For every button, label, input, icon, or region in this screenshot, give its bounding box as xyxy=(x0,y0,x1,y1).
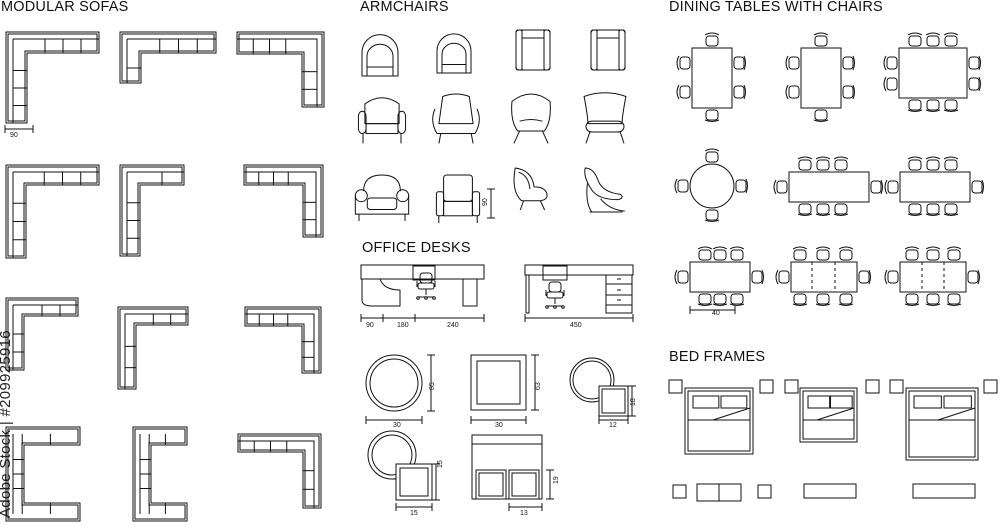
dining-table-set xyxy=(785,32,855,122)
dim-nest-h: 19 xyxy=(553,476,560,484)
office-desks-title: OFFICE DESKS xyxy=(362,240,471,256)
dim-desk1-c: 240 xyxy=(447,322,459,329)
armchair-front xyxy=(357,97,407,144)
dim-nest-w: 13 xyxy=(520,510,528,517)
small-table-group xyxy=(365,354,636,511)
bed-frame xyxy=(889,379,998,461)
sofa-l-shape xyxy=(243,164,324,238)
dining-group xyxy=(674,32,984,314)
armchair-box-top xyxy=(515,29,551,71)
dim-round-h: 85 xyxy=(429,382,436,390)
dining-table-set xyxy=(674,246,764,306)
bed-frames-title: BED FRAMES xyxy=(669,349,766,365)
dim-combo-h: 18 xyxy=(630,398,637,406)
sofa-l-shape xyxy=(119,164,185,257)
desk-group xyxy=(360,264,634,322)
dim-sofa: 90 xyxy=(10,132,18,139)
sofa-l-shape xyxy=(244,306,322,374)
armchair-front xyxy=(511,93,551,144)
dim-desk1-b: 180 xyxy=(397,322,409,329)
office-desk-corner xyxy=(360,264,485,322)
sofa-u-shape xyxy=(132,426,188,522)
sofas-title: MODULAR SOFAS xyxy=(1,0,129,15)
dining-title: DINING TABLES WITH CHAIRS xyxy=(669,0,883,15)
armchair-side xyxy=(513,167,548,211)
round-square-combo xyxy=(569,357,636,424)
armchair-group xyxy=(354,29,627,223)
bed-bench-set xyxy=(672,483,976,502)
armchair-tub-top xyxy=(436,33,472,74)
armchair-side xyxy=(584,167,625,213)
dim-armchair: 90 xyxy=(482,198,489,206)
dining-table-set xyxy=(775,246,871,306)
bed-frame xyxy=(668,379,774,455)
sofa-group xyxy=(4,31,325,522)
armchair-box-top xyxy=(590,29,626,71)
sofa-l-shape xyxy=(5,164,100,259)
bed-frame xyxy=(784,379,880,443)
dining-table-set xyxy=(884,156,984,216)
armchair-boxy xyxy=(435,174,481,223)
dim-square-w: 30 xyxy=(495,422,503,429)
round-side-table xyxy=(365,354,435,424)
armchair-front xyxy=(432,93,480,144)
dining-table-set xyxy=(884,246,980,306)
dining-round-table xyxy=(674,148,748,222)
dim-desk1-a: 90 xyxy=(366,322,374,329)
sofa-dimension-line xyxy=(4,125,34,133)
dining-dimension xyxy=(689,306,736,314)
armchairs-title: ARMCHAIRS xyxy=(360,0,449,15)
sofa-l-shape xyxy=(119,31,217,84)
sofa-l-shape xyxy=(237,433,322,509)
armchair-dimension xyxy=(487,188,495,219)
dining-table-set xyxy=(676,32,746,122)
armchair-front xyxy=(583,92,627,144)
square-side-table xyxy=(470,354,539,424)
office-desk-straight xyxy=(524,264,634,322)
armchair-tub-top xyxy=(361,34,399,77)
dim-dining: 40 xyxy=(712,310,720,317)
dim-combo-w: 12 xyxy=(609,422,617,429)
round-square-pair xyxy=(367,430,440,511)
nesting-tables xyxy=(471,434,554,511)
dim-round-w: 30 xyxy=(393,422,401,429)
sofa-l-shape xyxy=(117,306,189,390)
dim-roundsq-h: 15 xyxy=(437,460,444,468)
dim-desk2: 450 xyxy=(570,322,582,329)
dim-roundsq-w: 15 xyxy=(410,510,418,517)
dim-square-h: 63 xyxy=(535,382,542,390)
armchair-club xyxy=(354,174,410,221)
dining-table-set xyxy=(773,156,883,216)
sofa-l-shape xyxy=(5,297,79,371)
bed-group xyxy=(668,379,998,502)
dining-table-set xyxy=(883,32,981,112)
sofa-l-shape xyxy=(236,31,325,108)
sofa-l-shape xyxy=(5,31,100,124)
sofa-u-shape xyxy=(5,426,81,522)
